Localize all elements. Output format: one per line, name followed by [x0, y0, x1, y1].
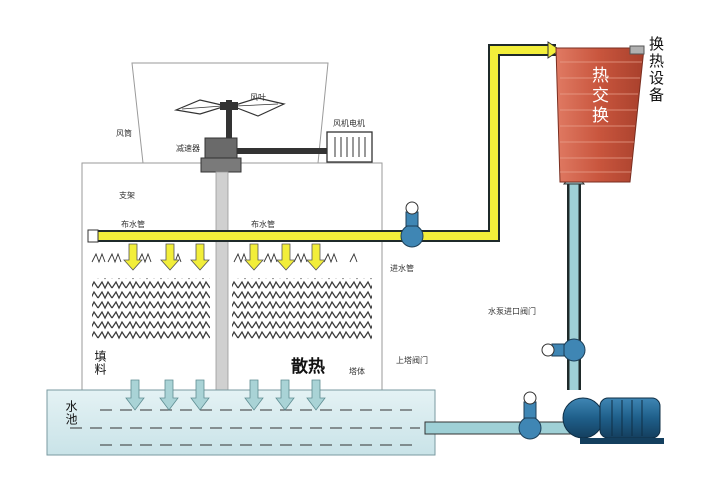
spray-arrows — [123, 243, 326, 271]
pump-inlet-valve — [518, 391, 542, 440]
heat-dissipation-label: 散热 — [291, 357, 325, 377]
water-pump — [562, 397, 664, 444]
reducer-unit — [200, 137, 327, 173]
inlet-pipe-label: 进水管 — [390, 264, 414, 273]
water-pool-label: 水池 — [64, 400, 78, 426]
reducer-label: 减速器 — [176, 144, 200, 153]
pool-outlet-pipe — [424, 421, 582, 435]
pool-waves — [70, 409, 420, 446]
pool-drip-arrows — [125, 379, 326, 411]
tower-valve-label: 上塔阀门 — [396, 356, 428, 365]
heat-exchanger — [555, 45, 645, 183]
heat-exchanger-title: 热交换 — [588, 66, 608, 126]
fill-media-right — [232, 278, 372, 340]
fan-blade-label: 风叶 — [250, 93, 266, 102]
tower-body-label: 塔体 — [349, 367, 365, 376]
water-pool — [46, 389, 436, 456]
fill-label: 填料 — [93, 350, 107, 376]
tower-valve — [541, 338, 586, 362]
hot-water-pipe — [87, 41, 561, 243]
distribution-pipe-right-label: 布水管 — [251, 220, 275, 229]
air-duct-label: 风筒 — [116, 129, 132, 138]
fan-blade-right — [230, 97, 286, 117]
spray-marks — [91, 252, 358, 264]
fan-assembly — [173, 97, 286, 140]
fill-media-left — [92, 278, 210, 340]
pump-inlet-valve-label: 水泵进口阀门 — [488, 307, 536, 316]
heat-exchange-equipment-label: 换热设备 — [647, 36, 665, 104]
distribution-pipe-left-label: 布水管 — [121, 220, 145, 229]
inlet-valve — [400, 201, 424, 248]
central-shaft — [215, 171, 229, 391]
cold-water-pipe — [424, 171, 586, 435]
fan-motor-label: 风机电机 — [333, 119, 365, 128]
bracket-label: 支架 — [119, 191, 135, 200]
fan-motor — [326, 131, 373, 163]
